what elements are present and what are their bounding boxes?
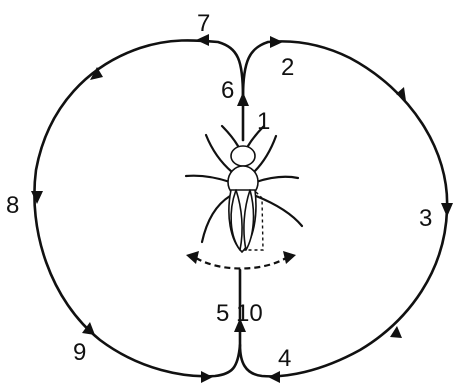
arrowhead-left-middle [31, 191, 43, 204]
arrowhead-bottom-right [268, 371, 280, 383]
label-step-1: 1 [257, 108, 270, 135]
arrowhead-top-center [237, 92, 249, 106]
arrowhead-right-middle [441, 203, 453, 217]
label-step-9: 9 [73, 339, 86, 366]
bee-leg-mid-right [256, 177, 298, 182]
bee-leg-front-left [206, 135, 232, 172]
label-step-2: 2 [281, 54, 294, 81]
waggle-swing-arrow-right [283, 251, 296, 264]
bee-leg-mid-left [186, 176, 230, 182]
bee-leg-hind-left [202, 196, 230, 242]
bee-head [231, 146, 255, 166]
arrowhead-bottom-left [201, 371, 213, 383]
waggle-swing-arrow-left [186, 251, 199, 264]
right-loop-path [240, 41, 447, 376]
bee-leg-front-right [254, 136, 276, 172]
label-step-6: 6 [221, 77, 234, 104]
label-step-4: 4 [278, 345, 291, 372]
waggle-swing-arc [196, 258, 286, 269]
bee-antenna-left [222, 126, 238, 146]
label-step-5-10: 5 10 [216, 300, 263, 327]
label-step-8: 8 [6, 192, 19, 219]
arrowhead-right-upper [396, 87, 406, 101]
label-step-7: 7 [197, 10, 210, 37]
label-step-3: 3 [419, 205, 432, 232]
left-loop-path [34, 40, 243, 376]
arrowhead-top-right [270, 36, 283, 48]
bee-illustration [186, 126, 302, 252]
